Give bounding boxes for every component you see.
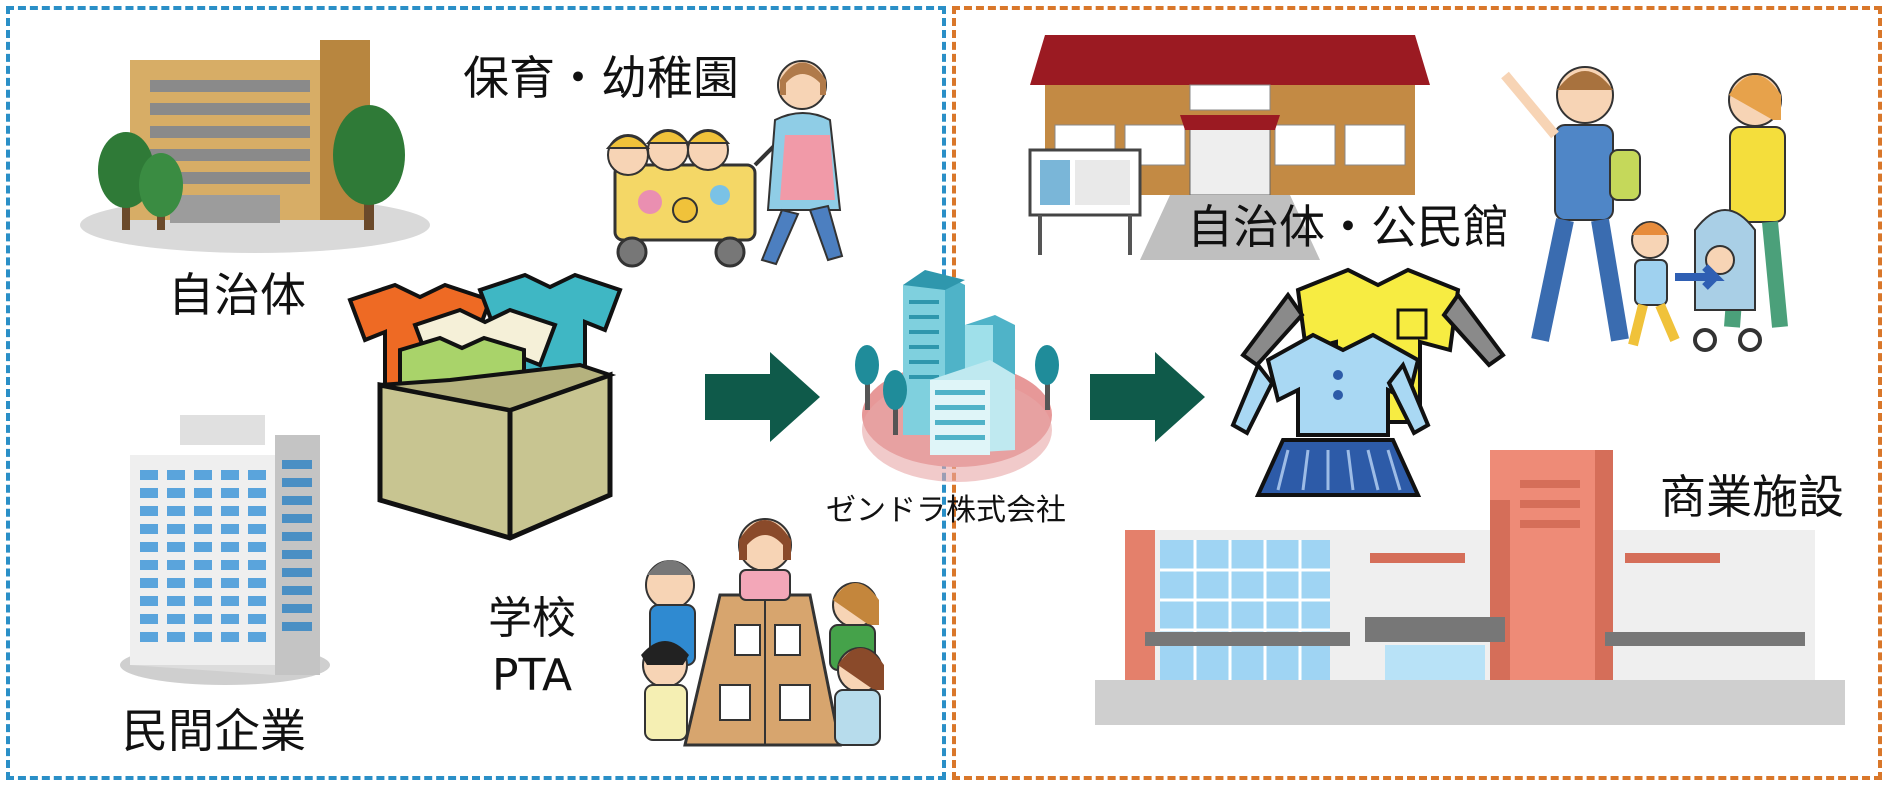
- community-center-icon: [1028, 35, 1430, 260]
- label-pta: PTA: [491, 650, 573, 702]
- office-tower-icon: [120, 415, 330, 685]
- label-company: ゼンドラ株式会社: [826, 493, 1066, 528]
- shopping-mall-icon: [1095, 450, 1845, 725]
- arrow-right-icon-2: [1090, 352, 1205, 442]
- arrow-right-icon: [705, 352, 820, 442]
- label-jichitai-kominkan: 自治体・公民館: [1187, 200, 1509, 254]
- company-buildings-icon: [855, 270, 1059, 482]
- city-hall-icon: [80, 40, 430, 253]
- trees-icon: [98, 105, 405, 230]
- pta-meeting-icon: [641, 518, 884, 747]
- label-gakko-pta: 学校 PTA: [488, 590, 576, 704]
- label-shogyo-shisetsu: 商業施設: [1660, 470, 1844, 524]
- label-hoiku-yochien: 保育・幼稚園: [463, 51, 739, 105]
- family-icon: [1501, 66, 1788, 352]
- label-gakko: 学校: [488, 593, 576, 644]
- kids-clothes-icon: [1230, 267, 1506, 497]
- kindergarten-cart-icon: [605, 60, 844, 268]
- clothes-box-icon: [347, 272, 623, 541]
- label-jichitai: 自治体: [168, 268, 306, 322]
- label-minkan-kigyo: 民間企業: [122, 704, 306, 758]
